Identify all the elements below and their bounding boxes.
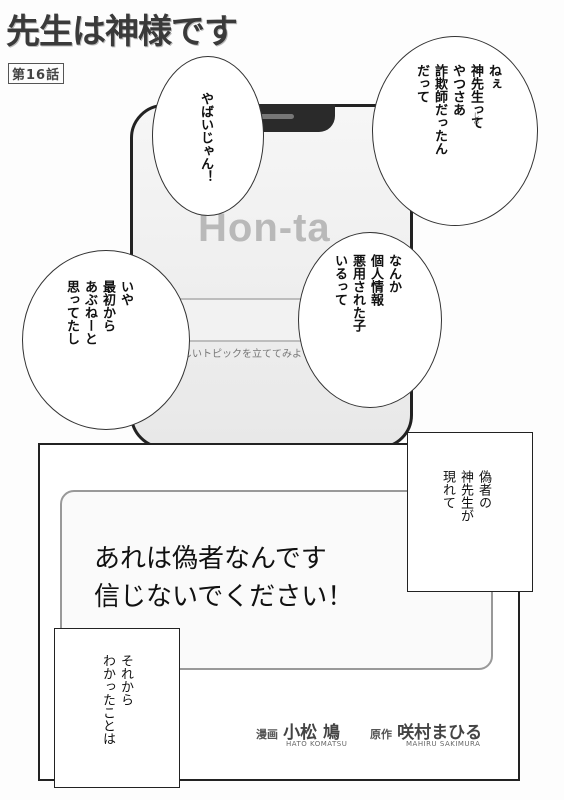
credit-story: 原作 咲村まひる xyxy=(370,718,482,743)
bubble-text-nanka: なんか 個人情報 悪用された子 いるって xyxy=(332,254,401,332)
speech-bubble-iya xyxy=(22,250,190,430)
speech-bubble-yabai xyxy=(152,56,264,216)
topic-input-placeholder: 新しいトピックを立ててみよう xyxy=(172,349,312,360)
credit-manga-label: 漫画 xyxy=(256,728,278,741)
bubble-text-yabai: やばいじゃん！ xyxy=(198,92,213,183)
credit-story-roma: MAHIRU SAKIMURA xyxy=(406,740,481,748)
credit-story-label: 原作 xyxy=(370,728,392,741)
narration-text-sorekara: それから わかったことは xyxy=(100,654,133,745)
bubble-text-nee: ねぇ 神先生って やつさあ 詐欺師だったん だって xyxy=(414,64,501,155)
credit-manga-name: 小松 鳩 xyxy=(283,723,341,743)
credit-story-name: 咲村まひる xyxy=(397,723,483,743)
speech-bubble-nanka xyxy=(298,232,442,408)
narration-text-nisemono: 偽者の 神先生が 現れて xyxy=(440,470,491,522)
credit-manga-roma: HATO KOMATSU xyxy=(286,740,348,748)
speech-bubble-nee xyxy=(372,36,538,226)
chapter-label: 第16話 xyxy=(8,63,65,84)
narration-box-sorekara xyxy=(54,628,180,788)
series-title: 先生は神様です xyxy=(6,12,238,52)
ruby-jin: じん xyxy=(472,112,479,124)
credit-manga: 漫画 小松 鳩 xyxy=(256,718,340,743)
narration-box-nisemono xyxy=(407,432,533,592)
speaker-grille xyxy=(260,114,294,119)
screen-post-text: あれは偽者なんです 信じないでください！ xyxy=(94,544,354,612)
bubble-text-iya: いや 最初から あぶねーと 思ってたし xyxy=(64,280,133,345)
